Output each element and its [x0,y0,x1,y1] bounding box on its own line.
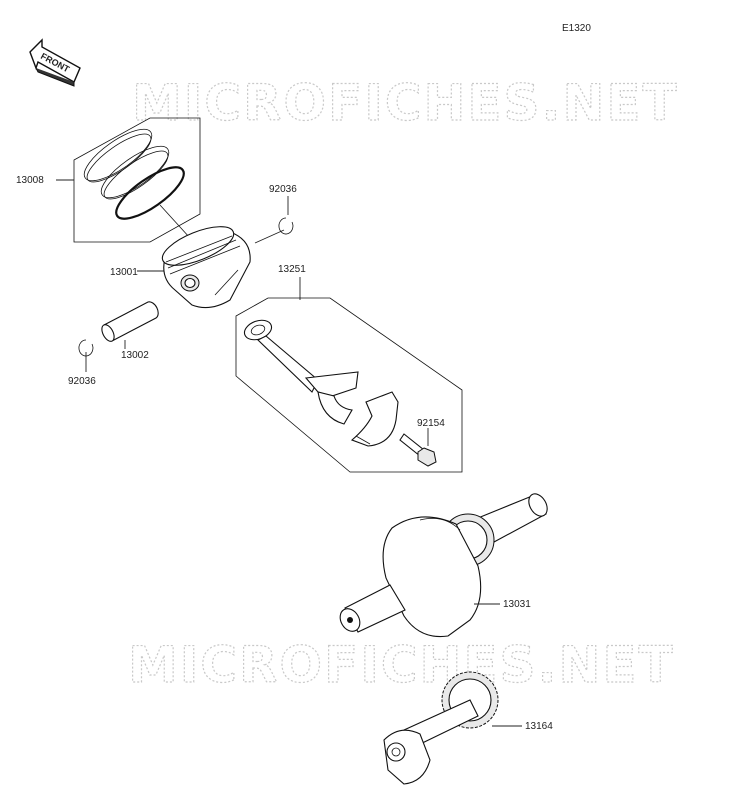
snap-ring-top: 92036 [254,184,297,244]
diagram-code: E1320 [562,23,591,34]
crankshaft: 13031 [339,493,548,638]
balancer-shaft: 13164 [383,671,553,785]
part-label-13002: 13002 [121,350,149,361]
piston-ring-set: 13008 [16,117,201,243]
piston: 13001 [110,226,251,309]
watermark-top: MICROFICHES.NET [132,74,679,132]
part-label-13031: 13031 [503,599,531,610]
front-arrow-icon: FRONT [29,38,81,87]
piston-pin: 13002 [101,301,159,361]
watermark-bottom: MICROFICHES.NET [128,636,675,694]
connecting-rod-assembly: 13251 92154 [235,264,463,473]
part-label-13164: 13164 [525,721,553,732]
part-label-92036-bottom: 92036 [68,376,96,387]
part-label-13001: 13001 [110,267,138,278]
part-label-13008: 13008 [16,175,44,186]
part-label-13251: 13251 [278,264,306,275]
snap-ring-bottom: 92036 [68,339,96,387]
part-label-92154: 92154 [417,418,445,429]
part-label-92036-top: 92036 [269,184,297,195]
